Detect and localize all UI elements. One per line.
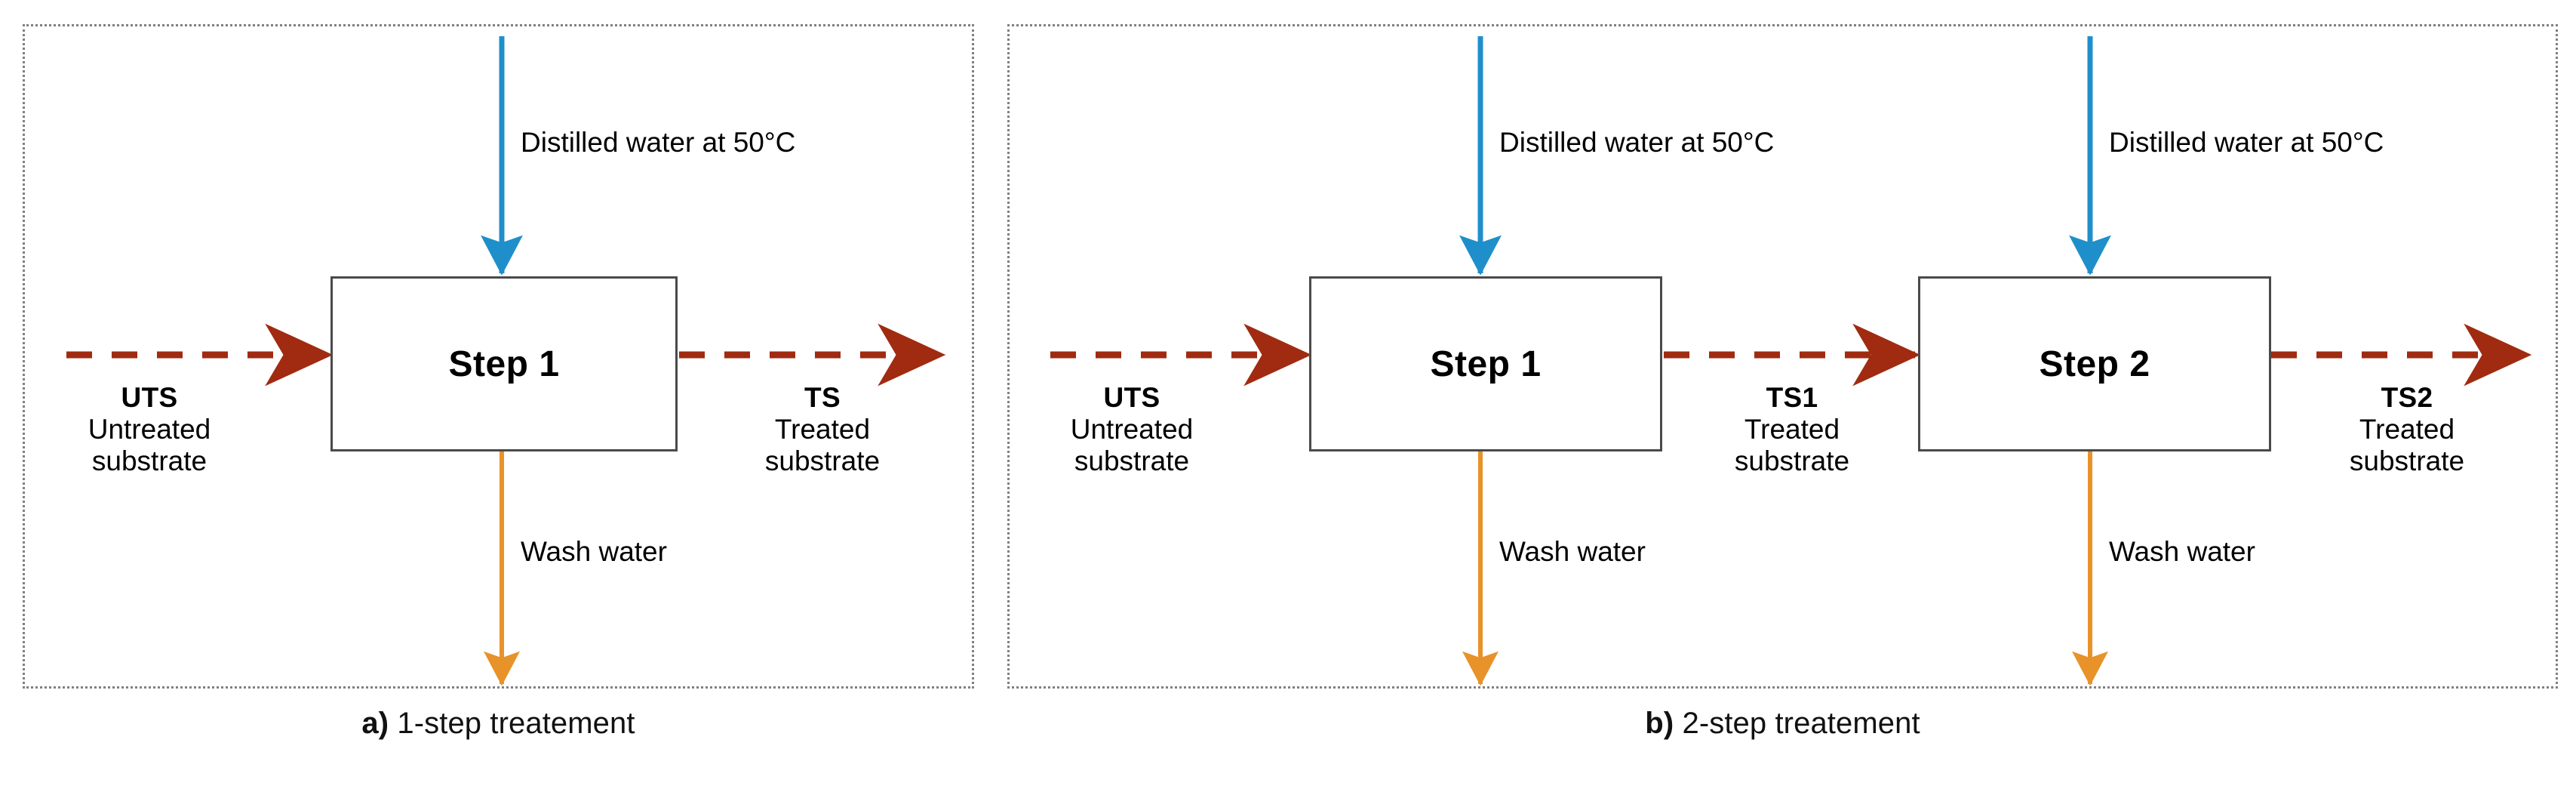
flow-code-ts2: TS2 [2381, 382, 2433, 413]
flow-label-a-ts: TS Treated substrate [709, 382, 936, 476]
flow-label-b-uts: UTS Untreated substrate [1019, 382, 1245, 476]
step-box-b-step2[interactable]: Step 2 [1918, 276, 2271, 451]
flow-code-uts: UTS [121, 382, 178, 413]
panel-caption-a: a) 1-step treatement [23, 707, 974, 741]
wash-water-label-a1: Wash water [521, 536, 667, 567]
flow-desc-line2: substrate [764, 445, 881, 476]
panel-caption-b: b) 2-step treatement [1007, 707, 2558, 741]
water-inlet-label-b1: Distilled water at 50°C [1499, 127, 1775, 158]
step-box-a-step1[interactable]: Step 1 [330, 276, 678, 451]
flow-label-b-ts2: TS2 Treated substrate [2294, 382, 2520, 476]
flow-desc-line1: Untreated [1070, 413, 1194, 445]
caption-prefix-b: b) [1645, 707, 1674, 740]
flow-desc-line2: substrate [1734, 445, 1850, 476]
flow-desc-line1: Treated [2359, 413, 2455, 445]
flow-desc-line1: Untreated [88, 413, 211, 445]
caption-prefix-a: a) [361, 707, 389, 740]
water-inlet-label-b2: Distilled water at 50°C [2109, 127, 2384, 158]
flow-desc-line2: substrate [2349, 445, 2465, 476]
caption-text-a: 1-step treatement [389, 707, 635, 740]
flow-code-uts: UTS [1103, 382, 1160, 413]
flow-desc-line2: substrate [91, 445, 207, 476]
flow-desc-line1: Treated [774, 413, 871, 445]
panel-one-step [23, 24, 974, 689]
flow-code-ts: TS [804, 382, 841, 413]
water-inlet-label-a1: Distilled water at 50°C [521, 127, 796, 158]
flow-code-ts1: TS1 [1766, 382, 1818, 413]
panel-two-step [1007, 24, 2558, 689]
flow-desc-line1: Treated [1744, 413, 1840, 445]
caption-text-b: 2-step treatement [1674, 707, 1920, 740]
flow-desc-line2: substrate [1074, 445, 1190, 476]
wash-water-label-b2: Wash water [2109, 536, 2255, 567]
step-box-b-step1[interactable]: Step 1 [1309, 276, 1662, 451]
wash-water-label-b1: Wash water [1499, 536, 1646, 567]
flow-label-a-uts: UTS Untreated substrate [36, 382, 263, 476]
flow-label-b-ts1: TS1 Treated substrate [1679, 382, 1905, 476]
